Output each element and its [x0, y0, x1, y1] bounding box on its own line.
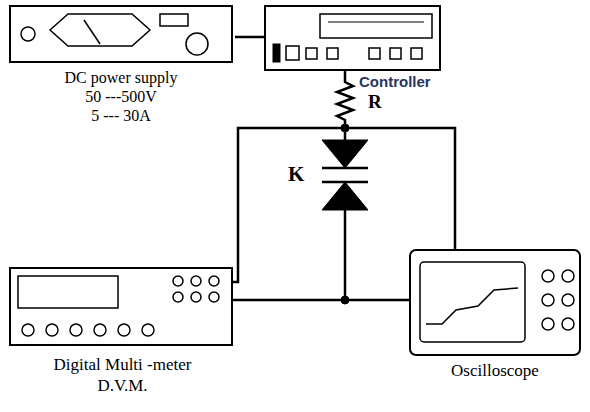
digital-multimeter: Digital Multi -meterD.V.M.: [7, 268, 238, 396]
diode-pair: [322, 124, 368, 304]
multimeter-button: [191, 276, 201, 286]
power-button: [273, 44, 280, 62]
device-label: 50 ---500V: [7, 87, 235, 106]
device-label: 5 --- 30A: [7, 106, 235, 125]
wire: [344, 210, 347, 300]
waveform-trace: [426, 288, 518, 324]
control-button: [390, 48, 401, 59]
diode-bar: [322, 181, 368, 184]
resistor-label: R: [368, 92, 382, 113]
multimeter-button: [94, 324, 106, 336]
multimeter-button: [173, 276, 183, 286]
device-label: Oscilloscope: [407, 360, 583, 381]
adjust-knob: [186, 33, 208, 55]
resistor-symbol: [337, 70, 353, 140]
oscilloscope-knob: [562, 270, 574, 282]
multimeter-display: [18, 276, 118, 308]
meter-needle: [84, 20, 100, 44]
controller: Controller: [265, 6, 446, 91]
multimeter-button: [70, 324, 82, 336]
diode-bar: [322, 167, 368, 170]
junction-dot: [341, 124, 349, 132]
indicator-window: [160, 14, 188, 26]
control-button: [411, 48, 422, 59]
control-button: [327, 48, 338, 59]
multimeter-button: [22, 324, 34, 336]
multimeter-button: [118, 324, 130, 336]
diode-symbol: [322, 140, 368, 168]
power-cable: [235, 36, 265, 39]
multimeter-button: [209, 276, 219, 286]
controller-display: [320, 14, 432, 38]
junction-dot: [341, 296, 349, 304]
device-label: D.V.M.: [7, 375, 238, 396]
power-switch: [21, 27, 35, 41]
control-button: [286, 46, 299, 60]
controller-housing: [265, 6, 440, 70]
diode-label: K: [288, 163, 304, 186]
multimeter-button: [142, 324, 154, 336]
multimeter-housing: [10, 268, 232, 345]
oscilloscope-knob: [542, 270, 554, 282]
device-label: Digital Multi -meter: [7, 354, 238, 375]
multimeter-button: [191, 292, 201, 302]
multimeter-button: [173, 292, 183, 302]
oscilloscope-knob: [542, 294, 554, 306]
controller-device: [265, 6, 440, 70]
meter-face: [50, 14, 150, 46]
control-button: [369, 48, 380, 59]
multimeter-device: [10, 268, 232, 345]
wire: [232, 299, 410, 302]
device-label: DC power supply: [7, 68, 235, 87]
power-supply-device: [10, 6, 232, 62]
oscilloscope-screen: [420, 262, 525, 342]
oscilloscope-device: [410, 250, 580, 355]
device-label: Controller: [359, 73, 446, 91]
oscilloscope-knob: [562, 294, 574, 306]
control-button: [306, 48, 317, 59]
oscilloscope-knob: [562, 318, 574, 330]
oscilloscope-knob: [542, 318, 554, 330]
power-supply-housing: [10, 6, 232, 62]
oscilloscope: Oscilloscope: [407, 250, 583, 381]
diode-symbol: [322, 182, 368, 210]
multimeter-button: [46, 324, 58, 336]
multimeter-button: [209, 292, 219, 302]
power-supply: DC power supply50 ---500V5 --- 30A: [7, 6, 235, 125]
oscilloscope-housing: [410, 250, 580, 355]
display-line: [328, 22, 424, 23]
